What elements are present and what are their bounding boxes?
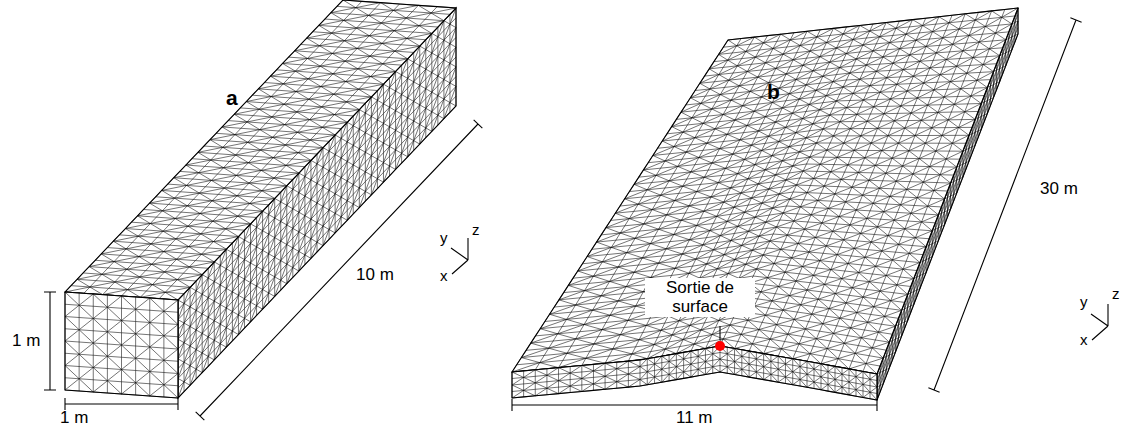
outlet-label: Sortie de surface [645, 278, 755, 317]
axis-label: x [1080, 332, 1088, 349]
axis-label: z [1112, 286, 1120, 303]
slab-top-mesh-edge [512, 8, 1018, 374]
dimension-label: 1 m [12, 332, 40, 351]
bar-front-mesh-ground [65, 292, 178, 398]
dimension-label: 1 m [60, 409, 88, 428]
outlet-dot [715, 341, 725, 351]
bar-top-mesh-edge [65, 0, 456, 300]
bar-top-mesh [65, 0, 456, 300]
dimension-label: 10 m [356, 266, 394, 285]
slab-top-mesh-ground [512, 8, 1018, 374]
axis-label: y [440, 230, 448, 247]
panel-letter: b [767, 80, 780, 103]
slab-front-mesh-edge [512, 346, 877, 400]
axis-label: z [472, 222, 480, 239]
bar-front-mesh-edge [65, 292, 178, 398]
dimension-label: 30 m [1040, 180, 1078, 199]
slab-front-mesh-ground [512, 346, 877, 400]
slab-front-mesh [512, 346, 877, 400]
leader-line [719, 326, 720, 340]
dimension-label: 11 m [676, 409, 713, 428]
axis-label: y [1080, 294, 1088, 311]
length-dimension-line [196, 120, 483, 420]
axis-triad [1091, 304, 1108, 340]
axis-triad [451, 238, 468, 274]
bar-front-mesh [65, 292, 178, 398]
bar-top-mesh-ground [65, 0, 456, 300]
slab-length-dimension-line [928, 18, 1081, 392]
height-dimension-line [44, 292, 56, 390]
axis-label: x [440, 268, 448, 285]
slab-top-mesh [512, 8, 1018, 374]
panel-letter: a [226, 86, 238, 109]
